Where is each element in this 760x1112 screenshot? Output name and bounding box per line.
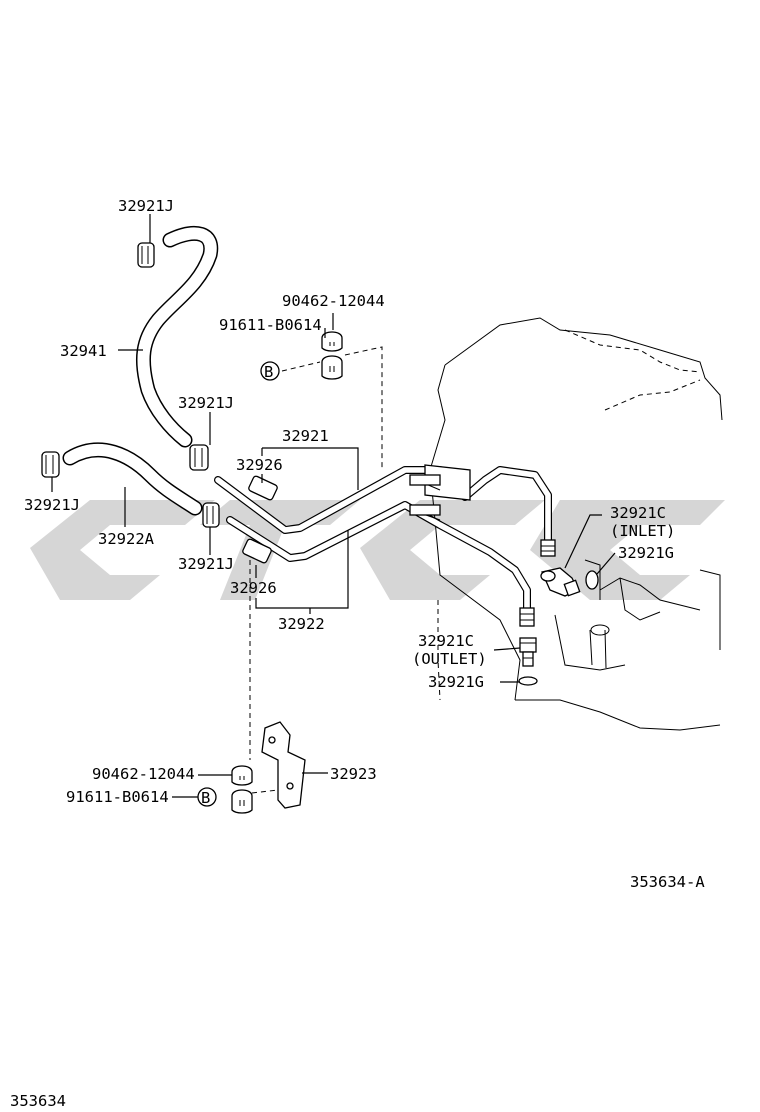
tube-fitting-inlet — [540, 539, 556, 557]
clamp-mid-lower — [202, 502, 220, 528]
hose-32941 — [135, 225, 219, 448]
engine-outline — [429, 317, 723, 731]
union-outlet — [519, 637, 537, 667]
clamp-top — [137, 242, 155, 268]
label-outlet-note: (OUTLET) — [412, 650, 487, 668]
gasket-inlet — [585, 570, 599, 590]
union-inlet — [540, 567, 581, 597]
clip-upper — [321, 331, 343, 380]
gasket-outlet — [518, 676, 538, 686]
label-32921c-outlet: 32921C — [418, 632, 474, 650]
label-32922a: 32922A — [98, 530, 155, 548]
tube-bracket — [409, 464, 471, 521]
label-inlet-note: (INLET) — [610, 522, 675, 540]
tube-fitting-outlet — [519, 607, 535, 627]
dash-lower — [249, 560, 279, 794]
ref-code: 353634-A — [630, 873, 705, 891]
label-32921j-mid-upper: 32921J — [178, 394, 234, 412]
clip-lower — [231, 765, 253, 814]
label-32921: 32921 — [282, 427, 329, 445]
label-91611-lower: 91611-B0614 — [66, 788, 169, 806]
circle-b-upper-mark — [260, 361, 280, 381]
label-32941: 32941 — [60, 342, 107, 360]
label-32921j-mid-lower: 32921J — [178, 555, 234, 573]
hose-32922a — [62, 442, 203, 516]
leader-lines — [51, 214, 616, 798]
clamp-mid-upper — [189, 444, 209, 471]
label-32921j-left-lower: 32921J — [24, 496, 80, 514]
tube-32922 — [226, 501, 531, 616]
label-32926-lower: 32926 — [230, 579, 277, 597]
circle-b-upper: B — [264, 363, 273, 381]
label-32922: 32922 — [278, 615, 325, 633]
dash-upper — [281, 346, 383, 470]
label-90462-upper: 90462-12044 — [282, 292, 385, 310]
circle-b-lower: B — [201, 789, 210, 807]
page-code: 353634 — [10, 1092, 66, 1110]
clamp-left-lower — [41, 451, 60, 478]
label-32926-upper: 32926 — [236, 456, 283, 474]
label-91611-upper: 91611-B0614 — [219, 316, 322, 334]
label-90462-lower: 90462-12044 — [92, 765, 195, 783]
label-32921c-inlet: 32921C — [610, 504, 666, 522]
grommet-lower — [242, 538, 272, 564]
label-32921g-outlet: 32921G — [428, 673, 484, 691]
label-32921j-top: 32921J — [118, 197, 174, 215]
label-32921g-inlet: 32921G — [618, 544, 674, 562]
grommet-upper — [248, 475, 278, 501]
label-32923: 32923 — [330, 765, 377, 783]
bracket-32923 — [261, 721, 306, 809]
